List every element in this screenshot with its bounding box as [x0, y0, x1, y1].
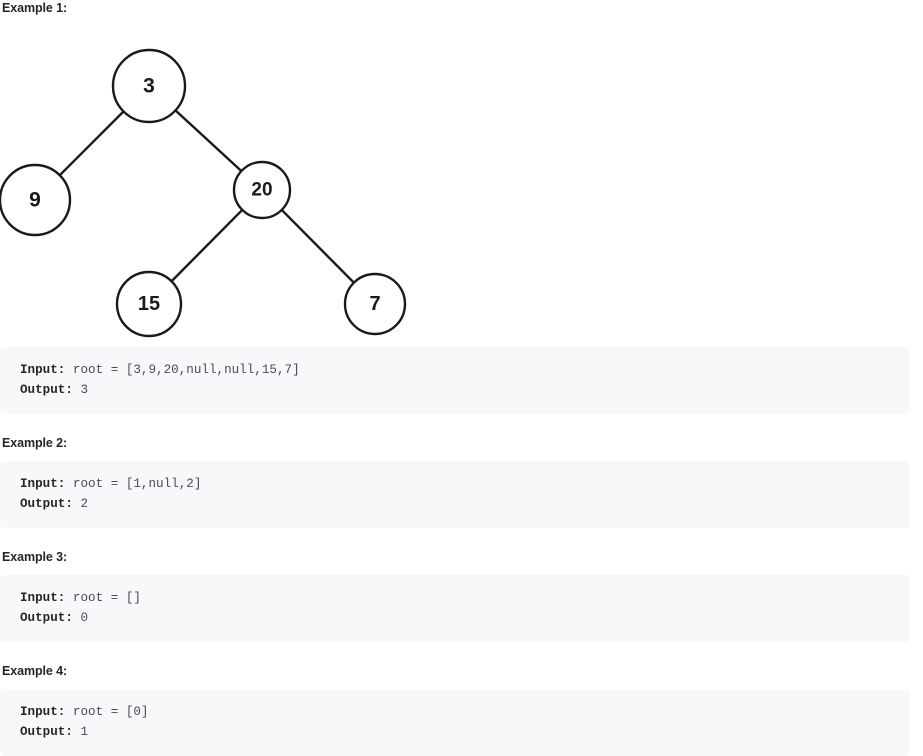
output-value: 0: [72, 610, 89, 625]
example-section-4: Example 4: Input: root = [0] Output: 1: [0, 642, 923, 756]
example-section-1: Example 1: 3 9 20 15 7 Input: root = [3,9,20…: [0, 1, 923, 414]
example-4-input-line: Input: root = [0]: [20, 703, 910, 723]
example-2-input-line: Input: root = [1,null,2]: [20, 475, 910, 495]
example-section-3: Example 3: Input: root = [] Output: 0: [0, 528, 923, 642]
tree-node-label-20: 20: [251, 180, 272, 201]
example-4-heading: Example 4:: [2, 664, 68, 678]
tree-edges-group: [57, 108, 356, 285]
example-1-output-line: Output: 3: [20, 381, 910, 401]
binary-tree-figure: 3 9 20 15 7: [0, 23, 923, 341]
example-3-code-block: Input: root = [] Output: 0: [0, 575, 910, 642]
input-value: root = []: [65, 591, 141, 605]
output-label: Output:: [20, 496, 73, 511]
input-value: root = [1,null,2]: [65, 477, 202, 491]
tree-node-circle-20: [232, 160, 292, 220]
input-value: root = [3,9,20,null,null,15,7]: [65, 363, 300, 377]
example-4-output-line: Output: 1: [20, 723, 910, 743]
tree-node-label-7: 7: [369, 293, 380, 315]
input-label: Input:: [20, 705, 66, 719]
tree-node-9: 9: [0, 163, 72, 237]
tree-node-circle-15: [115, 270, 183, 338]
tree-node-circle-9: [0, 163, 72, 237]
tree-node-label-9: 9: [29, 189, 41, 212]
tree-node-label-15: 15: [138, 293, 160, 315]
example-3-output-line: Output: 0: [20, 609, 910, 629]
example-2-heading: Example 2:: [2, 436, 68, 450]
output-label: Output:: [20, 382, 73, 397]
binary-tree-svg: 3 9 20 15 7: [0, 48, 407, 338]
example-1-code-block: Input: root = [3,9,20,null,null,15,7] Ou…: [0, 347, 910, 414]
example-1-heading: Example 1:: [2, 1, 68, 15]
tree-edge-root-to-right: [173, 108, 244, 173]
input-label: Input:: [20, 363, 66, 377]
tree-edge-right-to-rright: [279, 207, 356, 285]
example-3-heading: Example 3:: [2, 550, 68, 564]
example-2-code-block: Input: root = [1,null,2] Output: 2: [0, 461, 910, 528]
output-value: 1: [72, 724, 89, 739]
input-label: Input:: [20, 477, 66, 491]
example-4-code-block: Input: root = [0] Output: 1: [0, 689, 910, 756]
tree-nodes-group: 3 9 20 15 7: [0, 48, 407, 338]
tree-node-label-3: 3: [143, 75, 155, 98]
tree-node-20: 20: [232, 160, 292, 220]
example-2-output-line: Output: 2: [20, 495, 910, 515]
tree-edge-right-to-rleft: [169, 207, 245, 284]
tree-edge-root-to-left: [57, 109, 126, 178]
tree-node-7: 7: [343, 272, 407, 336]
input-label: Input:: [20, 591, 66, 605]
output-label: Output:: [20, 610, 73, 625]
tree-node-circle-7: [343, 272, 407, 336]
tree-node-3: 3: [111, 48, 187, 124]
example-3-input-line: Input: root = []: [20, 589, 910, 609]
example-section-2: Example 2: Input: root = [1,null,2] Outp…: [0, 414, 923, 528]
input-value: root = [0]: [65, 705, 149, 719]
example-1-input-line: Input: root = [3,9,20,null,null,15,7]: [20, 361, 910, 381]
output-value: 2: [72, 496, 89, 511]
output-label: Output:: [20, 724, 73, 739]
tree-node-15: 15: [115, 270, 183, 338]
tree-node-circle-3: [111, 48, 187, 124]
output-value: 3: [72, 382, 89, 397]
